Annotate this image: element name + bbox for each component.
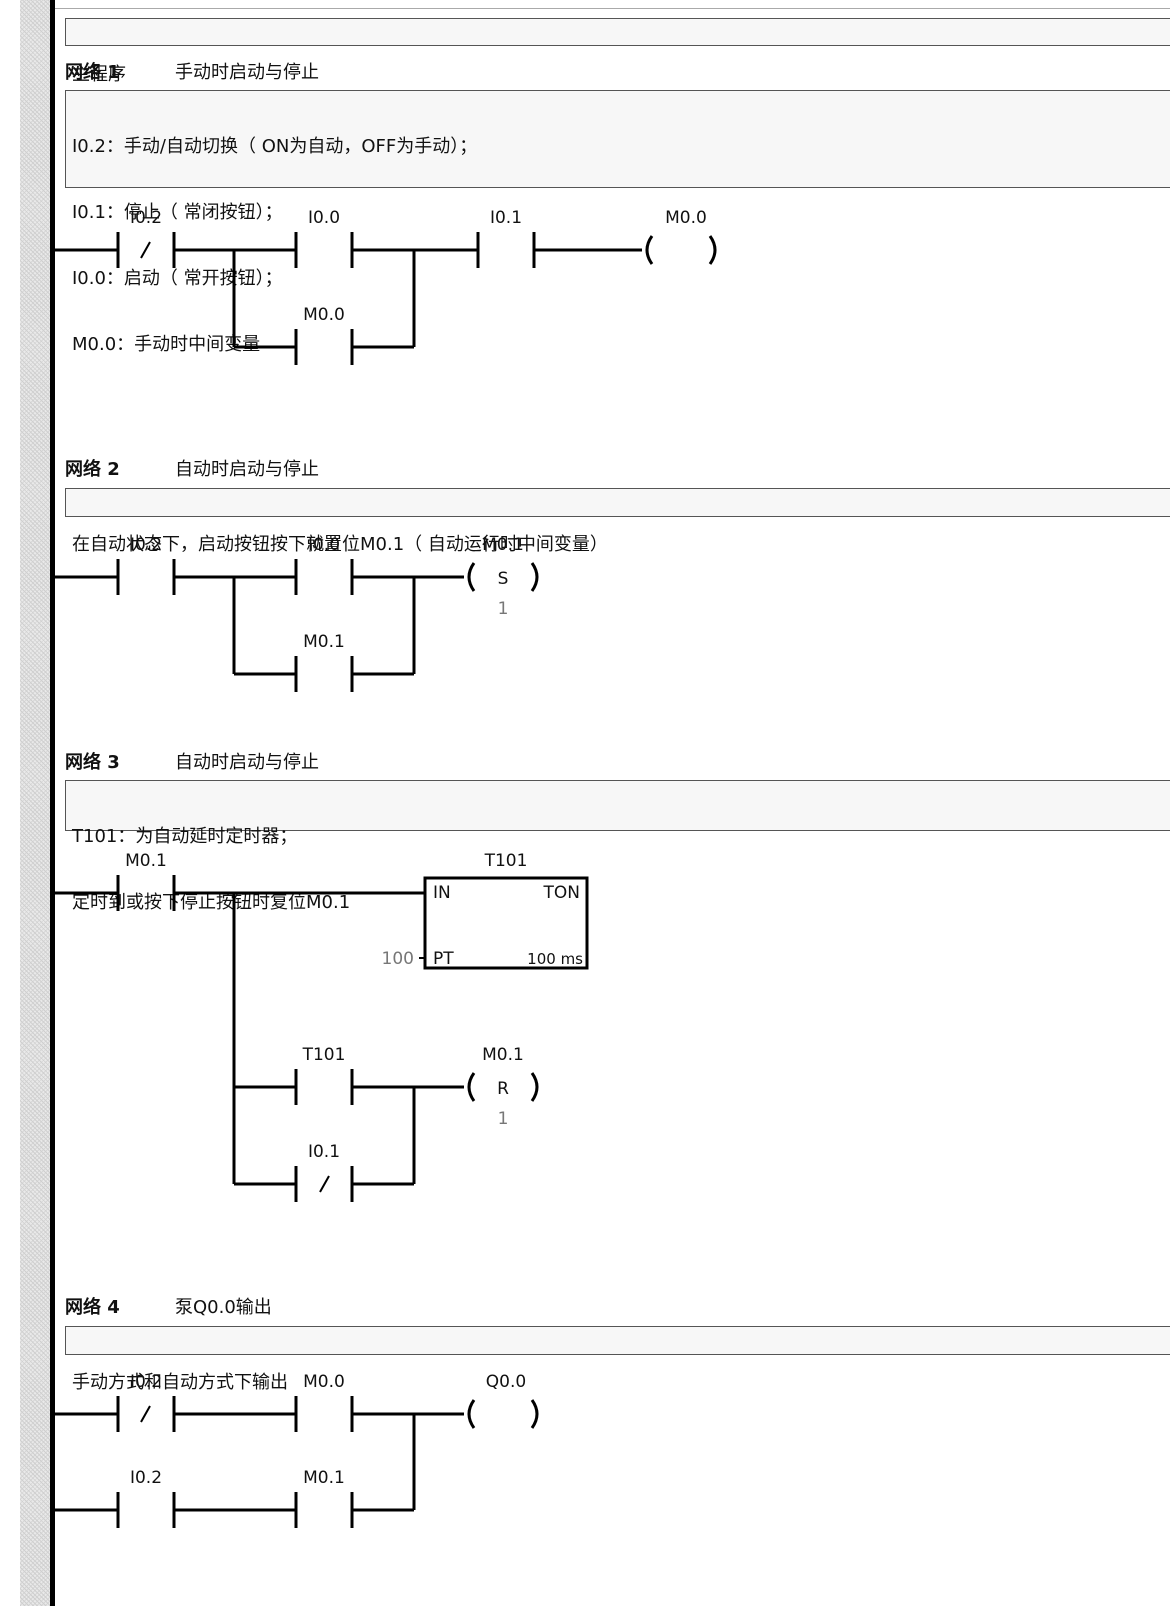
timer-preset: 100 <box>382 949 414 969</box>
contact-i0-2-no[interactable] <box>116 559 176 595</box>
operand-label: M0.1 <box>303 1468 345 1488</box>
coil-label: M0.1 <box>482 535 524 555</box>
contact-i0-1-nc[interactable] <box>294 1166 354 1202</box>
operand-label: I0.1 <box>490 208 522 228</box>
coil-label: M0.0 <box>665 208 707 228</box>
network-2-title: 自动时启动与停止 <box>175 459 319 480</box>
comment-line: M0.0：手动时中间变量 <box>72 334 261 355</box>
contact-m0-0-no[interactable] <box>294 1396 354 1432</box>
network-1-rungs <box>55 248 642 349</box>
coil-m0-0[interactable] <box>645 235 717 265</box>
timer-base: 100 ms <box>527 950 583 968</box>
contact-i0-2-no[interactable] <box>116 1492 176 1528</box>
network-3-rungs <box>55 891 464 1186</box>
timer-pt-pin: PT <box>433 949 454 969</box>
operand-label: I0.0 <box>308 208 340 228</box>
coil-label: Q0.0 <box>486 1372 526 1392</box>
network-1-comment[interactable]: I0.2：手动/自动切换（ ON为自动，OFF为手动）； I0.1：停止（ 常闭… <box>65 90 1170 355</box>
timer-in-pin: IN <box>433 883 451 903</box>
contact-i0-0-no[interactable] <box>294 232 354 268</box>
contact-m0-1-no[interactable] <box>294 1492 354 1528</box>
network-4-number: 网络 4 <box>65 1297 120 1318</box>
program-title-box[interactable]: 主程序 <box>65 18 1170 85</box>
coil-count: 1 <box>498 1109 509 1129</box>
timer-t101-ton-block[interactable] <box>423 876 589 970</box>
comment-line: 手动方式和自动方式下输出 <box>72 1372 288 1393</box>
comment-line: 在自动状态下，启动按钮按下就置位M0.1（ 自动运行时中间变量） <box>72 534 608 555</box>
operand-label: I0.2 <box>130 535 162 555</box>
set-coil-m0-1[interactable] <box>467 562 539 592</box>
network-1-number: 网络 1 <box>65 62 120 83</box>
network-4-title: 泵Q0.0输出 <box>175 1297 272 1318</box>
coil-type: R <box>497 1079 509 1099</box>
network-2-header[interactable]: 网络 2 自动时启动与停止 <box>65 455 319 481</box>
contact-i0-0-no[interactable] <box>294 559 354 595</box>
operand-label: I0.2 <box>130 1372 162 1392</box>
left-power-rail <box>50 0 55 1606</box>
operand-label: M0.1 <box>303 632 345 652</box>
network-3-number: 网络 3 <box>65 752 120 773</box>
coil-type: S <box>498 569 509 589</box>
contact-i0-2-nc[interactable] <box>116 232 176 268</box>
network-2-comment[interactable]: 在自动状态下，启动按钮按下就置位M0.1（ 自动运行时中间变量） <box>65 488 1170 555</box>
network-4-header[interactable]: 网络 4 泵Q0.0输出 <box>65 1293 272 1319</box>
network-1-header[interactable]: 网络 1 手动时启动与停止 <box>65 58 319 84</box>
network-4-rungs <box>55 1412 464 1512</box>
comment-line: I0.2：手动/自动切换（ ON为自动，OFF为手动）； <box>72 136 478 157</box>
network-3-title: 自动时启动与停止 <box>175 752 319 773</box>
reset-coil-m0-1[interactable] <box>467 1072 539 1102</box>
network-2-number: 网络 2 <box>65 459 120 480</box>
operand-label: M0.0 <box>303 305 345 325</box>
contact-t101-no[interactable] <box>294 1069 354 1105</box>
operand-label: M0.1 <box>125 851 167 871</box>
operand-label: I0.2 <box>130 208 162 228</box>
program-title: 主程序 <box>72 64 126 85</box>
network-2-rungs <box>55 575 464 676</box>
network-1-title: 手动时启动与停止 <box>175 62 319 83</box>
comment-line: T101：为自动延时定时器； <box>72 826 298 847</box>
contact-i0-1-no[interactable] <box>476 232 536 268</box>
network-4-comment[interactable]: 手动方式和自动方式下输出 <box>65 1326 1170 1393</box>
operand-label: I0.2 <box>130 1468 162 1488</box>
coil-count: 1 <box>498 599 509 619</box>
comment-line: I0.1：停止（ 常闭按钮）； <box>72 202 283 223</box>
timer-type: TON <box>543 883 580 903</box>
operand-label: T101 <box>302 1045 346 1065</box>
coil-label: M0.1 <box>482 1045 524 1065</box>
operand-label: I0.1 <box>308 1142 340 1162</box>
contact-i0-2-nc[interactable] <box>116 1396 176 1432</box>
contact-m0-1-no[interactable] <box>116 875 176 911</box>
coil-q0-0[interactable] <box>467 1399 539 1429</box>
network-3-comment[interactable]: T101：为自动延时定时器； 定时到或按下停止按钮时复位M0.1 <box>65 780 1170 913</box>
network-3-header[interactable]: 网络 3 自动时启动与停止 <box>65 748 319 774</box>
editor-left-gutter <box>20 0 50 1606</box>
top-rule <box>55 8 1170 9</box>
contact-m0-0-no[interactable] <box>294 329 354 365</box>
operand-label: M0.0 <box>303 1372 345 1392</box>
comment-line: 定时到或按下停止按钮时复位M0.1 <box>72 892 351 913</box>
timer-name: T101 <box>484 851 528 871</box>
operand-label: I0.0 <box>308 535 340 555</box>
contact-m0-1-no[interactable] <box>294 656 354 692</box>
